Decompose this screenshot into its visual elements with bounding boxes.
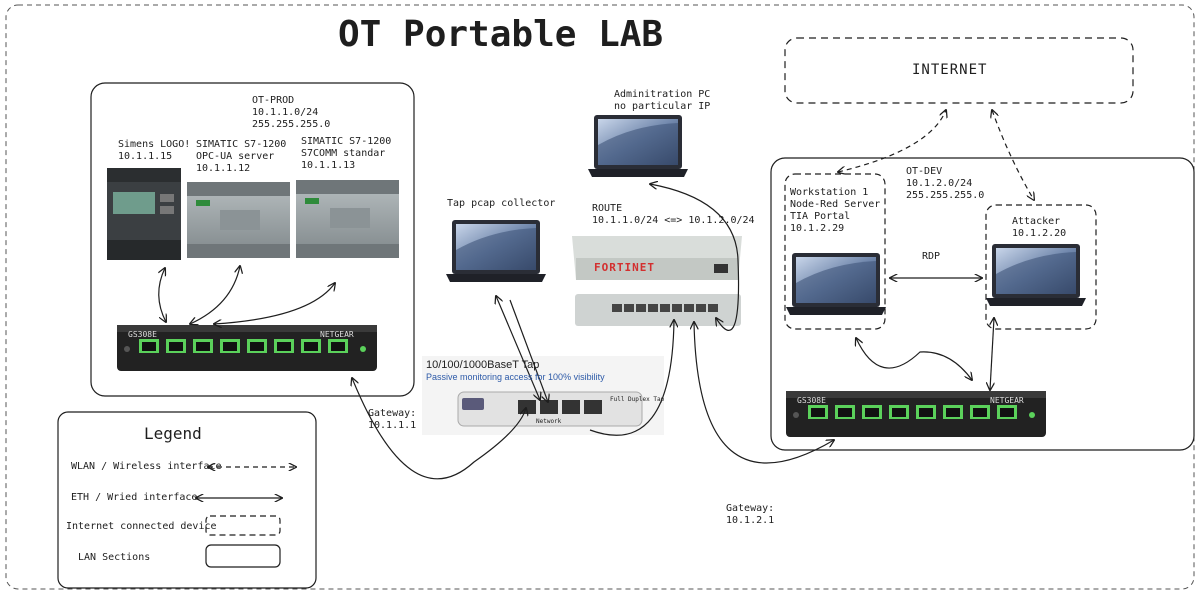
tap-title: 10/100/1000BaseT Tap — [426, 359, 540, 371]
ot-dev-gateway-ip: 10.1.2.1 — [726, 515, 775, 526]
simatic-s7-1200-s7comm-device — [296, 180, 399, 258]
ot-dev-name: OT-DEV — [906, 166, 943, 177]
eth-link-collector-tap-b — [509, 299, 548, 402]
admin-pc-label: Adminitration PC — [614, 89, 711, 100]
rdp-label: RDP — [922, 251, 941, 262]
ot-prod-gateway-ip: 10.1.1.1 — [368, 420, 417, 431]
router-routes: 10.1.1.0/24 <=> 10.1.2.0/24 — [592, 215, 755, 226]
workstation-role-2: TIA Portal — [790, 211, 851, 222]
eth-link-router-dev-switch — [694, 322, 834, 464]
workstation-role-1: Node-Red Server — [790, 199, 881, 210]
simatic-s7-1200-opcua-device — [187, 182, 290, 258]
attacker-name: Attacker — [1012, 216, 1061, 227]
ot-dev-subnet: 10.1.2.0/24 — [906, 178, 973, 189]
internet-label: INTERNET — [912, 62, 988, 78]
tap-collector-label: Tap pcap collector — [447, 198, 556, 209]
fortinet-router — [572, 236, 742, 326]
ot-prod-switch-brand: NETGEAR — [320, 330, 354, 339]
legend-item-lan: LAN Sections — [78, 552, 151, 563]
tap-subtitle: Passive monitoring access for 100% visib… — [426, 372, 605, 382]
plc1-device-ip: 10.1.1.12 — [196, 163, 251, 174]
legend-item-internet: Internet connected device — [66, 521, 217, 532]
ot-prod-mask: 255.255.255.0 — [252, 119, 331, 130]
router-brand: FORTINET — [594, 261, 655, 274]
eth-link-collector-tap-a — [496, 296, 540, 400]
tap-port-label: Network — [536, 418, 562, 425]
workstation-box — [784, 173, 886, 330]
ot-prod-switch-model: GS308E — [128, 330, 157, 339]
logo-device-ip: 10.1.1.15 — [118, 151, 173, 162]
ot-dev-switch-brand: NETGEAR — [990, 396, 1024, 405]
eth-link-plc2-switch — [214, 283, 335, 324]
ot-prod-section — [90, 82, 415, 397]
ot-dev-switch-model: GS308E — [797, 396, 826, 405]
wlan-link-attacker-internet — [992, 110, 1034, 200]
admin-pc-laptop — [588, 115, 688, 177]
eth-link-plc1-switch — [190, 266, 240, 324]
eth-link-attacker-dev-switch — [990, 318, 994, 390]
internet-box — [784, 37, 1134, 104]
plc2-device-ip: 10.1.1.13 — [301, 160, 356, 171]
attacker-ip: 10.1.2.20 — [1012, 228, 1067, 239]
attacker-box — [985, 204, 1097, 330]
eth-link-tap-router — [589, 320, 674, 436]
ot-dev-section — [770, 157, 1195, 451]
eth-link-prod-switch-tap — [352, 378, 526, 480]
siemens-logo-device — [107, 168, 181, 260]
plc2-device-name: SIMATIC S7-1200 — [301, 136, 392, 147]
ot-prod-name: OT-PROD — [252, 95, 295, 106]
legend-lan-sample — [205, 544, 281, 568]
legend-internet-sample — [205, 515, 281, 536]
plc1-device-name: SIMATIC S7-1200 — [196, 139, 287, 150]
legend-item-wlan: WLAN / Wireless interface — [71, 461, 222, 472]
eth-link-workstation-dev-switch — [856, 338, 972, 380]
ot-prod-gateway-label: Gateway: — [368, 408, 417, 419]
logo-device-name: Simens LOGO! — [118, 139, 191, 150]
attacker-laptop — [986, 244, 1086, 306]
ot-prod-subnet: 10.1.1.0/24 — [252, 107, 319, 118]
legend-title: Legend — [144, 424, 202, 443]
admin-pc-ip-note: no particular IP — [614, 101, 711, 112]
workstation-name: Workstation 1 — [790, 187, 869, 198]
ot-dev-gateway-label: Gateway: — [726, 503, 775, 514]
router-label: ROUTE — [592, 203, 623, 214]
diagram-title: OT Portable LAB — [338, 14, 664, 55]
ot-dev-mask: 255.255.255.0 — [906, 190, 985, 201]
wlan-link-workstation-internet — [838, 110, 946, 172]
workstation-ip: 10.1.2.29 — [790, 223, 845, 234]
tap-side-label: Full Duplex Tap — [610, 396, 665, 403]
legend-box — [57, 411, 317, 589]
tap-collector-laptop — [446, 220, 546, 282]
plc2-device-role: S7COMM standar — [301, 148, 386, 159]
eth-link-logo-switch — [159, 268, 166, 322]
workstation-laptop — [786, 253, 886, 315]
plc1-device-role: OPC-UA server — [196, 151, 275, 162]
legend-item-eth: ETH / Wried interface — [71, 492, 198, 503]
